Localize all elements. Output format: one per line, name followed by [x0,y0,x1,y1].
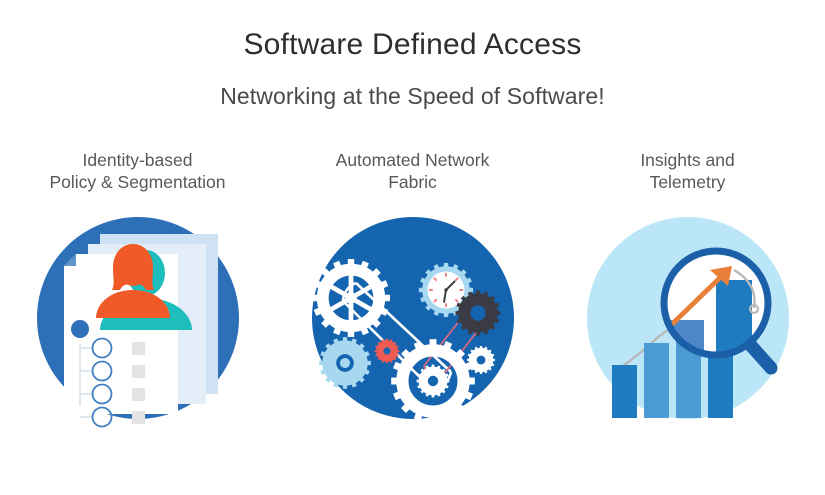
lens-arrow-head [709,266,732,286]
list-circle-bullet [91,383,112,405]
list-circle-bullet [91,337,112,359]
small-red-gear [372,336,401,366]
column-automated-fabric: Automated Network Fabric [275,150,550,450]
column-heading-identity-policy: Identity-based Policy & Segmentation [49,150,226,192]
belt-wrap-left [341,281,357,302]
paper-fold-corner [63,254,76,266]
list-row [79,360,145,382]
clock-gear [418,263,472,317]
magnifier-ring [660,247,771,359]
large-spoked-gear [312,259,390,337]
bar-1 [611,365,637,418]
dark-gear [455,290,500,335]
list-row [79,406,145,428]
list-circle-bullet [91,406,112,428]
insights-telemetry-icon [578,208,798,428]
clock-ticks [428,272,463,308]
identity-policy-icon [28,208,248,428]
light-blue-gear [319,337,371,389]
page-subtitle: Networking at the Speed of Software! [220,83,605,109]
clock-hands [442,280,456,303]
page-title: Software Defined Access [243,28,582,61]
lens-swoosh-endpoint [748,303,759,315]
bar-2 [643,343,669,418]
automation-gears-icon [303,208,523,428]
list-square [131,411,145,424]
people-group [95,244,192,330]
inner-center-gear [416,365,449,398]
belt-main-upper [354,282,452,373]
list-square [131,388,145,401]
list-row [79,383,145,405]
feature-columns: Identity-based Policy & Segmentation [0,150,825,450]
column-heading-insights-telemetry: Insights and Telemetry [640,150,735,192]
list-square [131,342,145,355]
small-right-gear [467,346,495,374]
column-identity-policy: Identity-based Policy & Segmentation [0,150,275,450]
list-square [131,365,145,378]
list-circle-bullet [91,360,112,382]
person-front-orange [95,244,170,318]
list-marker-dot [70,320,89,338]
large-center-gear [391,339,475,423]
list-row [79,337,145,359]
column-heading-automated-fabric: Automated Network Fabric [335,150,490,192]
column-insights-telemetry: Insights and Telemetry [550,150,825,450]
clock-center-pin [443,288,448,292]
lens-arrow-line [663,268,730,332]
